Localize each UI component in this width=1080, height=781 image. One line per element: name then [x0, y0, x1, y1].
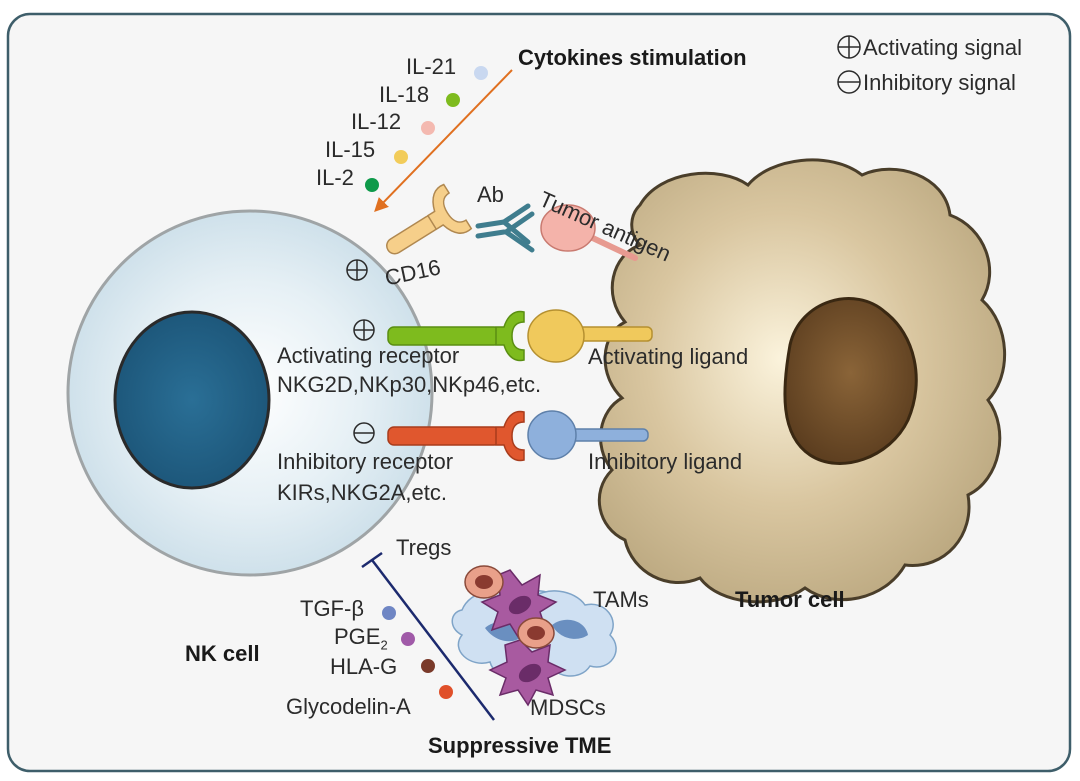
- cd16-receptor: [386, 183, 473, 255]
- activating-receptor-shape: [387, 310, 525, 362]
- mdscs-label: MDSCs: [530, 695, 606, 720]
- tregs-label: Tregs: [396, 535, 452, 560]
- cytokine-dot-il12: [421, 121, 435, 135]
- tumor-cell-label: Tumor cell: [735, 587, 845, 612]
- tme-cell-cluster: [451, 565, 617, 707]
- cytokine-label-il15: IL-15: [325, 137, 376, 162]
- cytokine-label-il12: IL-12: [351, 109, 402, 134]
- cytokine-label-il21: IL-21: [406, 54, 457, 79]
- inhibitory-ligand-shape: [527, 410, 649, 460]
- tumor-nucleus: [783, 297, 918, 465]
- activating-ligand-shape: [527, 309, 653, 363]
- cytokine-arrow: [374, 69, 513, 213]
- factor-dot-hlag: [421, 659, 435, 673]
- cytokine-dot-il15: [394, 150, 408, 164]
- cytokine-dot-il18: [446, 93, 460, 107]
- nk-nucleus: [113, 310, 271, 490]
- suppressive-tme-label: Suppressive TME: [428, 733, 612, 758]
- tams-label: TAMs: [593, 587, 649, 612]
- legend-activating-label: Activating signal: [863, 35, 1022, 60]
- nk-cell-label: NK cell: [185, 641, 260, 666]
- inhibitory-receptor-shape: [387, 410, 525, 462]
- legend-inhibitory-icon: [837, 70, 861, 94]
- cytokine-dot-il21: [474, 66, 488, 80]
- factor-label-hlag: HLA-G: [330, 654, 398, 679]
- activating-ligand-label: Activating ligand: [588, 344, 749, 369]
- inhibitory-receptor-examples: KIRs,NKG2A,etc.: [277, 480, 447, 505]
- tumor-antigen: [540, 204, 638, 261]
- cytokine-label-il18: IL-18: [379, 82, 430, 107]
- inhibitory-ligand-label: Inhibitory ligand: [588, 449, 743, 474]
- legend-inhibitory-label: Inhibitory signal: [863, 70, 1016, 95]
- cytokine-label-il2: IL-2: [316, 165, 354, 190]
- factor-dot-tgfb: [382, 606, 396, 620]
- factor-label-pge2: PGE2: [334, 624, 388, 653]
- cd16-activating-symbol-icon: [346, 259, 368, 281]
- antibody-label: Ab: [477, 182, 504, 207]
- legend-activating-icon: [837, 35, 861, 59]
- suppression-inhibition-line: [361, 551, 495, 721]
- cytokine-dot-il2: [365, 178, 379, 192]
- factor-dot-pge2: [401, 632, 415, 646]
- activating-symbol-icon: [353, 319, 375, 341]
- inhibitory-symbol-icon: [353, 422, 375, 444]
- factor-label-glycodelin: Glycodelin-A: [286, 694, 411, 719]
- factor-dot-glycodelin: [439, 685, 453, 699]
- cytokines-title: Cytokines stimulation: [518, 45, 747, 70]
- factor-label-tgfb: TGF-β: [300, 596, 364, 621]
- activating-receptor-examples: NKG2D,NKp30,NKp46,etc.: [277, 372, 542, 397]
- inhibitory-receptor-label: Inhibitory receptor: [277, 449, 454, 474]
- antibody: [475, 203, 535, 253]
- activating-receptor-label: Activating receptor: [277, 343, 460, 368]
